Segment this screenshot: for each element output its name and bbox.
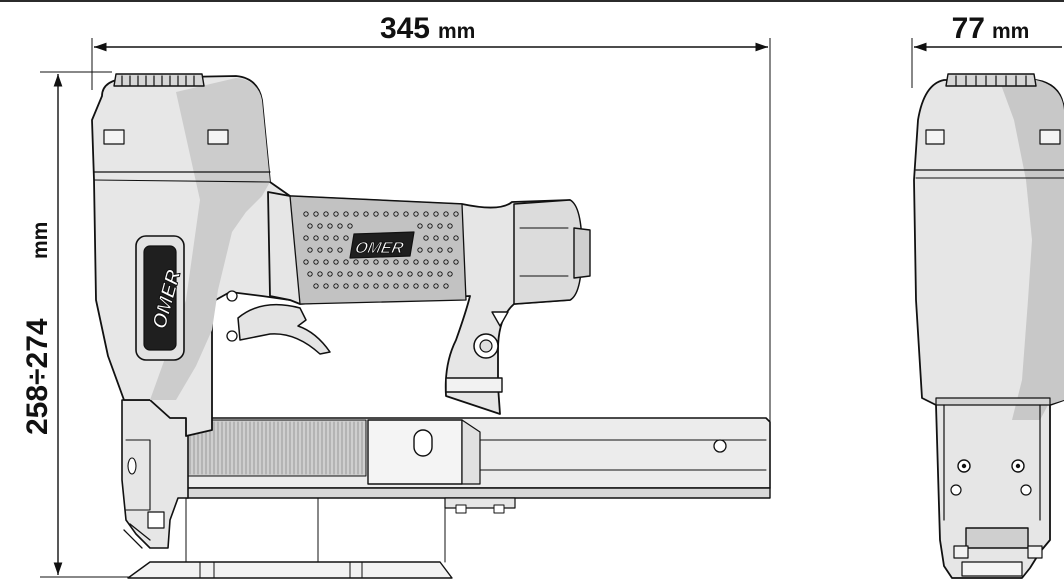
height-value: 258÷274 <box>21 318 54 435</box>
dimension-height: 258÷274 mm <box>21 71 140 578</box>
grip-texture <box>303 211 459 289</box>
trigger <box>237 303 331 355</box>
height-unit: mm <box>29 222 52 259</box>
width-value: 77 <box>952 12 985 45</box>
dimension-length: 345 mm <box>91 12 771 425</box>
length-unit: mm <box>438 20 475 43</box>
width-unit: mm <box>992 20 1029 43</box>
nose-piece <box>121 399 189 549</box>
housing <box>91 73 291 437</box>
base-plate <box>127 497 453 579</box>
frame-top-border <box>0 0 1064 2</box>
length-value: 345 <box>380 12 430 45</box>
grip-logo-text: OMER <box>353 239 405 257</box>
dimension-width: 77 mm <box>911 12 1062 88</box>
magazine <box>185 417 771 514</box>
side-logo-badge: OMER <box>135 235 186 361</box>
stapler-side-view: OMER <box>91 73 771 579</box>
handle: OMER <box>267 191 591 415</box>
stapler-front-view <box>913 73 1064 579</box>
